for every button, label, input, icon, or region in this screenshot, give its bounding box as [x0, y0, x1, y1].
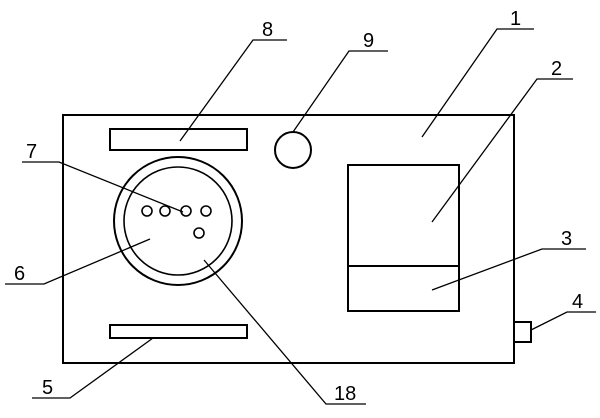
socket-pin: [141, 205, 153, 217]
label-3: 3: [561, 228, 572, 250]
socket-pin: [193, 227, 205, 239]
leader-line-18: [203, 259, 366, 405]
socket-outer-ring: [113, 156, 243, 286]
leader-line-4: [530, 311, 596, 331]
leader-line-7: [22, 161, 184, 213]
leader-line-8: [179, 39, 287, 142]
leader-line-5: [32, 337, 154, 399]
leader-line-6: [5, 238, 151, 285]
label-4: 4: [572, 291, 583, 313]
bottom-slot: [109, 324, 248, 339]
leader-line-1: [421, 28, 534, 138]
leader-line-9: [292, 50, 388, 133]
socket-pin: [180, 205, 192, 217]
label-8: 8: [262, 19, 273, 41]
label-2: 2: [551, 58, 562, 80]
leader-line-3: [431, 248, 586, 291]
label-18: 18: [334, 383, 356, 405]
socket-pin: [200, 205, 212, 217]
label-1: 1: [510, 8, 521, 30]
upper-panel: [347, 164, 460, 267]
round-button: [274, 131, 312, 169]
label-5: 5: [42, 377, 53, 399]
label-9: 9: [363, 30, 374, 52]
leader-line-2: [431, 78, 573, 223]
lower-panel: [347, 265, 460, 312]
label-6: 6: [14, 263, 25, 285]
side-connector: [513, 321, 532, 343]
socket-inner-circle: [123, 166, 233, 276]
socket-pin: [159, 205, 171, 217]
housing-body: [62, 114, 515, 364]
label-7: 7: [26, 141, 37, 163]
top-slot: [109, 128, 248, 151]
